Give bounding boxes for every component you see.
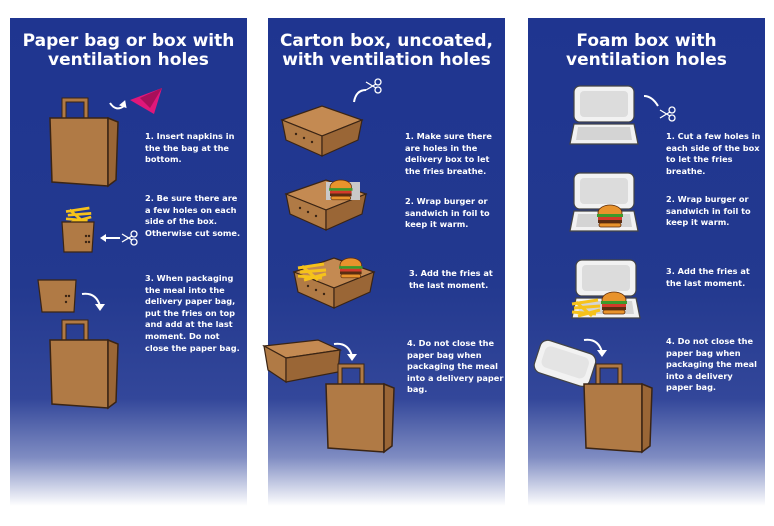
paper-bag-illustration	[50, 330, 120, 420]
title-line: Carton box, uncoated,	[279, 31, 494, 51]
fries-box-lid-illustration	[37, 279, 106, 313]
foam-burger-illustration	[569, 172, 639, 232]
title-line: ventilation holes	[566, 50, 727, 70]
foam-box-illustration	[569, 85, 639, 145]
step-2: 2. Be sure there are a few holes on each…	[145, 193, 241, 238]
panel-carton-box: Carton box, uncoated, with ventilation h…	[262, 18, 505, 506]
scissors-arrow-icon	[353, 78, 382, 103]
title-line: ventilation holes	[48, 50, 209, 70]
title-line: with ventilation holes	[282, 50, 491, 70]
napkin-illustration	[109, 88, 162, 114]
panel-title: Foam box with ventilation holes	[528, 32, 765, 70]
foam-fries-burger-illustration	[570, 259, 641, 319]
step-1: 1. Make sure there are holes in the deli…	[405, 131, 492, 176]
step-3: 3. Add the fries at the last moment.	[409, 268, 493, 290]
paper-bag-illustration	[326, 374, 396, 464]
step-4: 4. Do not close the paper bag when packa…	[666, 336, 757, 393]
title-line: Paper bag or box with	[22, 31, 235, 51]
fries-box-illustration	[61, 206, 138, 253]
carton-closed-illustration	[262, 339, 358, 384]
panel-foam-box: Foam box with ventilation holes 1. Cut a…	[528, 18, 765, 506]
step-3: 3. Add the fries at the last moment.	[666, 266, 750, 288]
carton-box-illustration	[281, 105, 363, 157]
step-3: 3. When packaging the meal into the deli…	[145, 273, 240, 353]
foam-closed-illustration	[533, 338, 608, 387]
scissors-arrow-icon	[643, 95, 676, 122]
step-1: 1. Cut a few holes in each side of the b…	[666, 131, 761, 176]
panel-title: Carton box, uncoated, with ventilation h…	[268, 32, 505, 70]
paper-bag-illustration	[584, 374, 654, 464]
title-line: Foam box with	[576, 31, 717, 51]
panel-title: Paper bag or box with ventilation holes	[10, 32, 247, 70]
step-4: 4. Do not close the paper bag when packa…	[407, 338, 504, 395]
step-2: 2. Wrap burger or sandwich in foil to ke…	[666, 194, 751, 228]
step-2: 2. Wrap burger or sandwich in foil to ke…	[405, 196, 490, 230]
panel-paper-bag: Paper bag or box with ventilation holes …	[10, 18, 247, 506]
carton-fries-burger-illustration	[293, 257, 375, 309]
carton-burger-illustration	[285, 179, 367, 231]
step-1: 1. Insert napkins in the the bag at the …	[145, 131, 235, 165]
